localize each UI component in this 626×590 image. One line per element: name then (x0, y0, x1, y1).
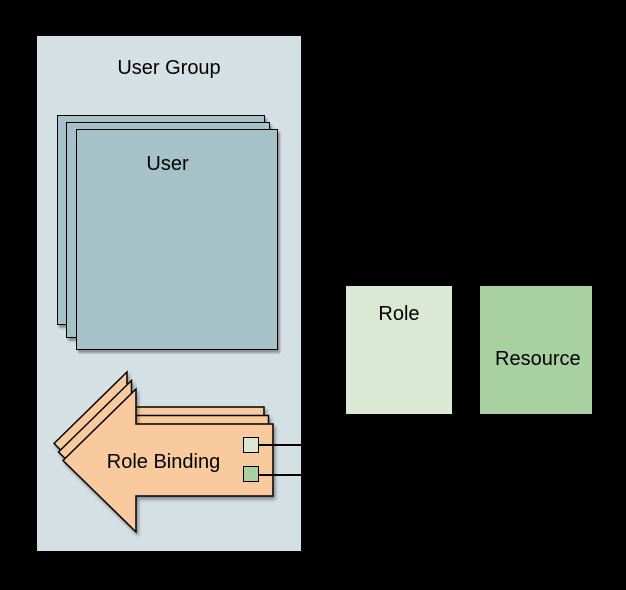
resource-group-port-connector-line (259, 474, 345, 476)
user-group-label: User Group (117, 57, 221, 79)
resource-group-label-line2: Group (495, 417, 551, 439)
role-label: Role (378, 303, 420, 325)
resource-group-label-line1: Resource (495, 348, 581, 370)
resource-group-box (479, 285, 593, 415)
role-box (345, 285, 453, 415)
role-binding-arrow-front (61, 387, 274, 534)
resource-group-label: Resource Group (495, 302, 593, 486)
role-port-connector-line (259, 444, 345, 446)
user-label: User (146, 153, 189, 175)
role-port-square (243, 437, 259, 453)
role-binding-label: Role Binding (106, 451, 221, 473)
resource-group-port-square (243, 466, 259, 482)
user-card-front (76, 129, 278, 350)
